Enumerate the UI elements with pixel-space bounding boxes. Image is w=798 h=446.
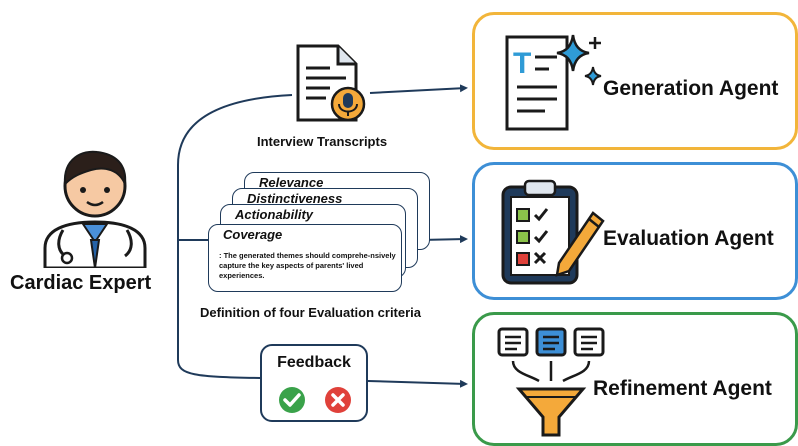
generation-agent-label: Generation Agent [603, 77, 779, 100]
criteria-caption: Definition of four Evaluation criteria [200, 305, 422, 320]
pencil-icon [555, 211, 605, 277]
refinement-agent-box: Refinement Agent [472, 312, 798, 446]
arrow-to-refinement [367, 379, 468, 388]
check-icon [279, 387, 305, 413]
connector-to-transcripts [177, 94, 293, 166]
refinement-agent-label: Refinement Agent [593, 377, 772, 400]
list-cards-icon [497, 327, 605, 437]
criteria-card-title: Coverage [223, 227, 283, 242]
cross-icon [325, 387, 351, 413]
criteria-card-title: Relevance [259, 175, 324, 190]
coverage-definition: : The generated themes should comprehe-n… [219, 251, 396, 280]
funnel-icon [515, 387, 587, 437]
evaluation-agent-label: Evaluation Agent [603, 227, 774, 250]
expert-label: Cardiac Expert [10, 272, 152, 294]
text-sparkle-document-icon: T [505, 34, 602, 131]
feedback-label: Feedback [277, 354, 351, 371]
generation-agent-box: T Generation Agent [472, 12, 798, 150]
arrow-to-generation [369, 84, 468, 94]
feedback-box: Feedback [260, 344, 368, 422]
microphone-icon [330, 86, 366, 122]
evaluation-agent-box: Evaluation Agent [472, 162, 798, 300]
transcripts-label: Interview Transcripts [257, 134, 388, 149]
svg-text:T: T [513, 47, 531, 80]
criteria-card-title: Distinctiveness [247, 191, 343, 206]
transcript-document-icon [296, 44, 366, 122]
connector-to-criteria [177, 165, 261, 379]
criteria-card-title: Actionability [235, 207, 314, 222]
criteria-card-coverage: Coverage : The generated themes should c… [208, 224, 402, 292]
clipboard-checklist-icon [501, 179, 605, 285]
doctor-icon [43, 150, 147, 268]
